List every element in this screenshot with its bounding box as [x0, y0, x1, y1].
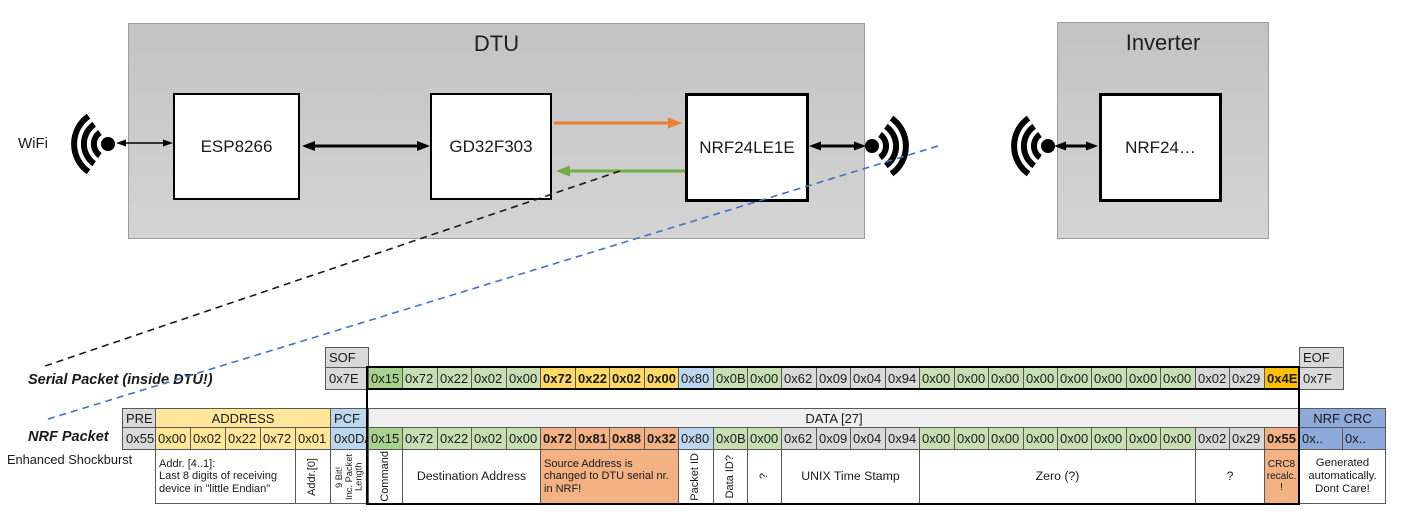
- wifi-signal-right-icon: [865, 115, 909, 177]
- crc-annotation: Generated automatically. Dont Care!: [1299, 449, 1386, 504]
- byte-cell: 0x00: [954, 367, 989, 390]
- byte-cell: 0x00: [506, 367, 541, 390]
- inverter-title: Inverter: [1125, 30, 1201, 55]
- field-annotation: Zero (?): [919, 449, 1196, 504]
- inverter-signal-left-icon: [1011, 115, 1055, 177]
- byte-cell: 0x00: [954, 427, 989, 450]
- nrf-packet-title: NRF Packet: [28, 429, 109, 445]
- uart-tx-arrow: [554, 117, 682, 129]
- byte-cell: 0x02: [471, 427, 507, 450]
- pcf-value: 0x0DA: [330, 427, 369, 450]
- serial-packet-title: Serial Packet (inside DTU!): [28, 372, 213, 388]
- nrf24le1e-box: NRF24LE1E: [685, 93, 809, 202]
- pcf-annotation: 9 Bit! Inc. Packet Length: [330, 449, 369, 504]
- field-annotation: Data ID?: [713, 449, 748, 504]
- byte-cell: 0x00: [644, 367, 679, 390]
- byte-cell: 0x81: [575, 427, 610, 450]
- wifi-signal-left-icon: [71, 113, 115, 175]
- nrf-crc-value-row: 0x..0x..: [1299, 427, 1387, 450]
- wifi-esp-arrow: [116, 139, 173, 147]
- esp8266-box: ESP8266: [173, 93, 300, 200]
- serial-link-dashed-line: [44, 170, 621, 367]
- nrf-link-dashed-line: [44, 145, 939, 421]
- inverter-nrf-label: NRF24…: [1125, 137, 1196, 157]
- eof-value: 0x7F: [1299, 367, 1344, 390]
- gd32f303-box: GD32F303: [430, 93, 552, 200]
- byte-cell: 0x80: [678, 427, 714, 450]
- byte-cell: 0x72: [540, 367, 576, 390]
- byte-cell: 0x22: [575, 367, 610, 390]
- inverter-nrf-box: NRF24…: [1099, 93, 1222, 202]
- nrf24le1e-label: NRF24LE1E: [699, 137, 795, 157]
- nrf-packet-subtitle: Enhanced Shockburst: [7, 452, 133, 467]
- byte-cell: 0x00: [1057, 367, 1092, 390]
- field-annotation: UNIX Time Stamp: [781, 449, 920, 504]
- byte-cell: 0x32: [644, 427, 679, 450]
- byte-cell: 0x0B: [713, 427, 748, 450]
- byte-cell: 0x15: [368, 427, 403, 450]
- address-annotation: Addr. [4..1]: Last 8 digits of receiving…: [155, 449, 296, 504]
- nrf-antenna-arrow: [809, 141, 866, 151]
- uart-rx-arrow: [556, 165, 685, 177]
- dtu-title: DTU: [473, 31, 520, 56]
- byte-cell: 0x72: [540, 427, 576, 450]
- byte-cell: 0x22: [437, 427, 472, 450]
- field-annotation: ?: [747, 449, 782, 504]
- esp8266-label: ESP8266: [200, 136, 273, 156]
- byte-cell: 0x00: [1057, 427, 1092, 450]
- address-lsb-annotation: Addr.[0]: [295, 449, 331, 504]
- esp-gd32-arrow: [302, 141, 430, 151]
- gd32f303-label: GD32F303: [449, 136, 533, 156]
- wifi-label: WiFi: [18, 135, 48, 152]
- inverter-antenna-arrow: [1054, 141, 1098, 151]
- address-byte-cell: 0x22: [225, 427, 261, 450]
